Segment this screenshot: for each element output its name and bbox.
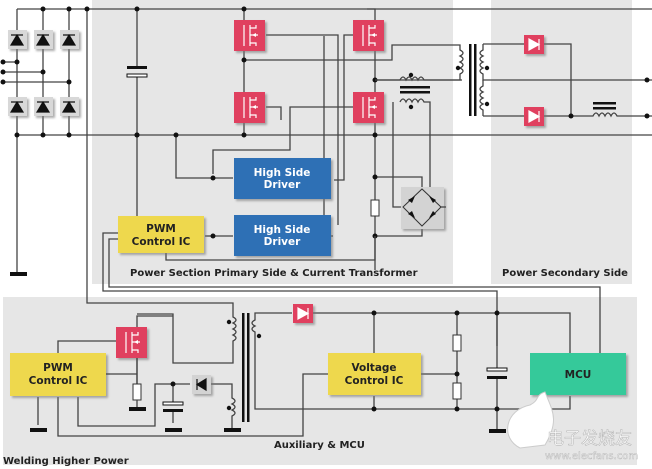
high-side-driver-bottom: High Side Driver xyxy=(234,215,331,256)
hsd-bottom-label-2: Driver xyxy=(264,236,301,248)
mosfet-icon xyxy=(353,92,384,123)
divider-resistor-bottom xyxy=(452,382,462,400)
voltage-ic-label-1: Voltage xyxy=(351,362,396,374)
mosfet-icon xyxy=(234,20,265,51)
hsd-top-label-2: Driver xyxy=(264,179,301,191)
secondary-section-label: Power Secondary Side xyxy=(502,268,628,279)
primary-control-wiring xyxy=(102,132,601,356)
mcu-block: MCU xyxy=(530,353,626,395)
diode-icon xyxy=(8,30,27,49)
secondary-rectifier xyxy=(483,43,652,119)
pwm-control-ic-main: PWM Control IC xyxy=(118,216,204,253)
voltage-ic-label-2: Control IC xyxy=(345,375,404,387)
mosfet-icon xyxy=(234,92,265,123)
watermark: 电子发烧友 www.elecfans.com xyxy=(507,391,638,462)
diode-icon xyxy=(192,375,211,394)
mcu-label: MCU xyxy=(565,369,592,381)
input-rectifier-bridge xyxy=(0,6,652,276)
mosfet-icon xyxy=(353,20,384,51)
shunt-resistor xyxy=(370,199,380,217)
auxiliary-section-label: Auxiliary & MCU xyxy=(274,440,365,451)
high-side-driver-top: High Side Driver xyxy=(234,158,331,199)
hsd-top-label-1: High Side xyxy=(254,167,311,179)
ground-symbol xyxy=(10,272,27,276)
pwm-control-ic-aux: PWM Control IC xyxy=(10,353,106,396)
pwm-main-label-2: Control IC xyxy=(132,236,191,248)
current-transformer xyxy=(375,72,462,208)
auxiliary-transformer xyxy=(226,313,262,422)
diode-icon xyxy=(524,35,544,54)
sense-resistor xyxy=(132,383,142,401)
diagram-title: Welding Higher Power xyxy=(3,456,129,467)
watermark-cn: 电子发烧友 xyxy=(547,429,632,449)
watermark-url: www.elecfans.com xyxy=(545,451,638,462)
output-capacitor xyxy=(486,367,508,379)
ground-symbol xyxy=(129,407,146,411)
diode-icon xyxy=(34,97,53,116)
main-transformer xyxy=(455,44,652,116)
diode-icon xyxy=(8,97,27,116)
diode-icon xyxy=(524,107,544,126)
diode-icon xyxy=(34,30,53,49)
diode-icon xyxy=(60,97,79,116)
diode-icon xyxy=(293,304,313,323)
primary-section-label: Power Section Primary Side & Current Tra… xyxy=(130,268,418,279)
divider-resistor-top xyxy=(452,334,462,352)
pwm-main-label-1: PWM xyxy=(146,223,176,235)
mosfet-icon xyxy=(116,327,147,358)
ground-symbol xyxy=(224,428,241,432)
secondary-section-panel xyxy=(491,0,632,284)
ground-symbol xyxy=(489,429,506,433)
ground-symbol xyxy=(30,428,47,432)
watermark-logo-icon xyxy=(507,391,554,449)
hsd-bottom-label-1: High Side xyxy=(254,224,311,236)
pwm-aux-label-1: PWM xyxy=(43,362,73,374)
ground-symbol xyxy=(165,428,182,432)
diode-icon xyxy=(60,30,79,49)
voltage-control-ic: Voltage Control IC xyxy=(328,353,421,395)
pwm-aux-label-2: Control IC xyxy=(29,375,88,387)
aux-capacitor xyxy=(162,401,184,412)
